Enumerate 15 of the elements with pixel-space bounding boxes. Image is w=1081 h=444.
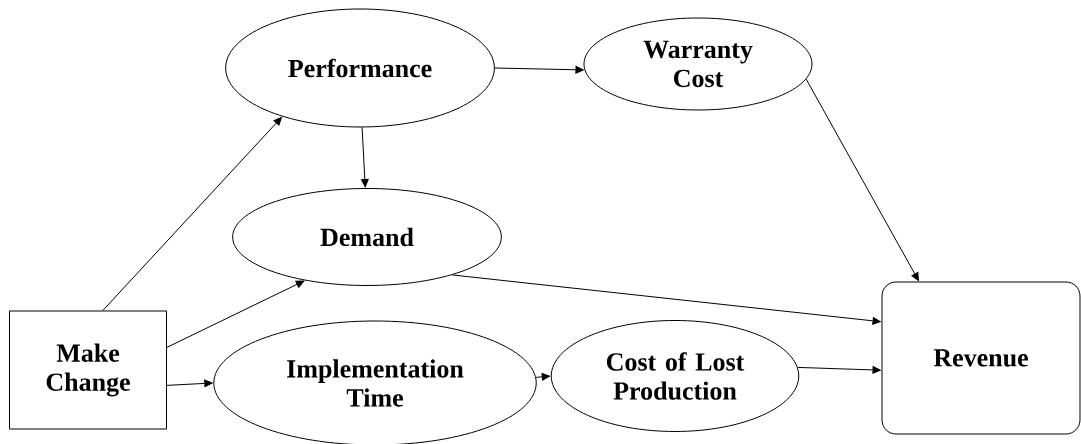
ellipse-node: Performance <box>225 8 495 128</box>
arrow <box>451 274 881 325</box>
arrow <box>805 78 919 281</box>
process-box: Make Change <box>9 310 167 430</box>
arrow <box>166 379 213 388</box>
arrow <box>361 127 369 188</box>
arrow <box>797 366 881 374</box>
ellipse-node: Cost of Lost Production <box>550 320 800 432</box>
arrow <box>102 117 282 311</box>
ellipse-node: Demand <box>232 188 502 286</box>
arrow <box>494 65 584 74</box>
arrow <box>166 280 305 348</box>
arrow <box>535 372 551 381</box>
ellipse-node: Warranty Cost <box>583 17 813 111</box>
rounded-box: Revenue <box>881 281 1081 435</box>
